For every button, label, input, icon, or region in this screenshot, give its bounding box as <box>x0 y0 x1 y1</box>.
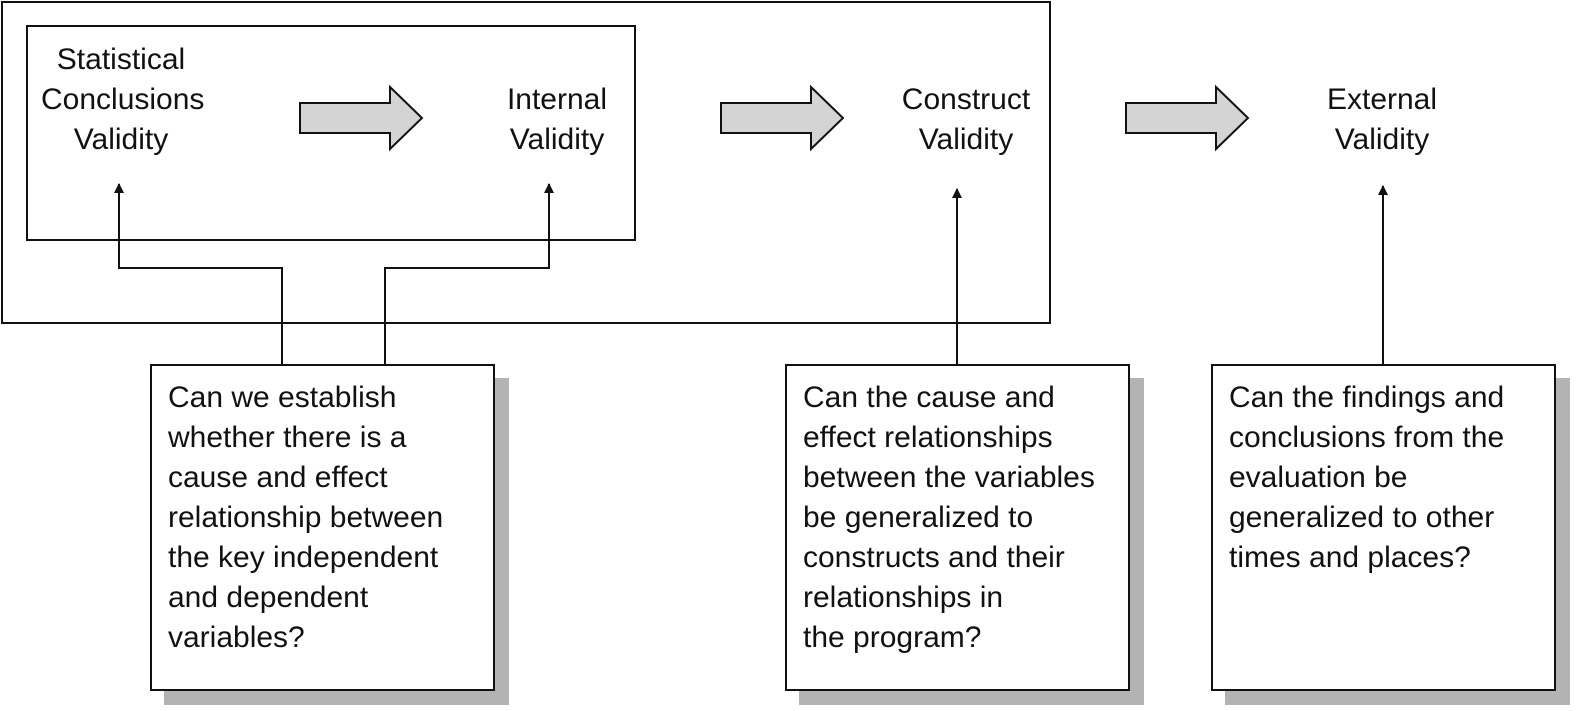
flow-arrow-internal-to-construct <box>720 84 845 152</box>
label-line: Validity <box>1334 123 1430 156</box>
question-line: relationship between <box>168 501 444 534</box>
internal-validity-label: Internal Validity <box>492 80 622 160</box>
connector-q1-to-statistical <box>114 183 283 364</box>
question-line: Can we establish <box>168 381 397 414</box>
inner-group-frame <box>26 25 636 241</box>
question-line: variables? <box>168 621 305 654</box>
question-line: constructs and their <box>803 541 1065 574</box>
construct-validity-label: Construct Validity <box>886 80 1046 160</box>
label-line: Statistical <box>56 43 186 76</box>
label-line: Internal <box>506 83 608 116</box>
question-line: generalized to other <box>1229 501 1495 534</box>
flow-arrow-construct-to-external <box>1125 84 1250 152</box>
question-line: the key independent <box>168 541 439 574</box>
question-line: cause and effect <box>168 461 388 494</box>
question-line: relationships in <box>803 581 1004 614</box>
label-line: Conclusions <box>41 83 205 116</box>
question-line: be generalized to <box>803 501 1034 534</box>
connector-q1-to-internal <box>384 183 554 364</box>
question-line: evaluation be <box>1229 461 1408 494</box>
question-line: the program? <box>803 621 982 654</box>
label-line: Validity <box>509 123 605 156</box>
label-line: Construct <box>901 83 1031 116</box>
question-box-external: Can the findings and conclusions from th… <box>1211 364 1556 691</box>
label-line: External <box>1326 83 1438 116</box>
question-line: effect relationships <box>803 421 1053 454</box>
label-line: Validity <box>73 123 169 156</box>
external-validity-label: External Validity <box>1302 80 1462 160</box>
question-line: times and places? <box>1229 541 1471 574</box>
question-line: Can the findings and <box>1229 381 1505 414</box>
statistical-conclusions-validity-label: Statistical Conclusions Validity <box>41 40 205 160</box>
label-line: Validity <box>918 123 1014 156</box>
question-line: Can the cause and <box>803 381 1055 414</box>
question-line: and dependent <box>168 581 369 614</box>
outer-group-frame <box>1 1 1051 324</box>
flow-arrow-stat-to-internal <box>299 84 424 152</box>
question-line: between the variables <box>803 461 1095 494</box>
question-line: conclusions from the <box>1229 421 1505 454</box>
question-box-construct: Can the cause and effect relationships b… <box>785 364 1130 691</box>
question-line: whether there is a <box>168 421 407 454</box>
question-box-statistical-internal: Can we establish whether there is a caus… <box>150 364 495 691</box>
